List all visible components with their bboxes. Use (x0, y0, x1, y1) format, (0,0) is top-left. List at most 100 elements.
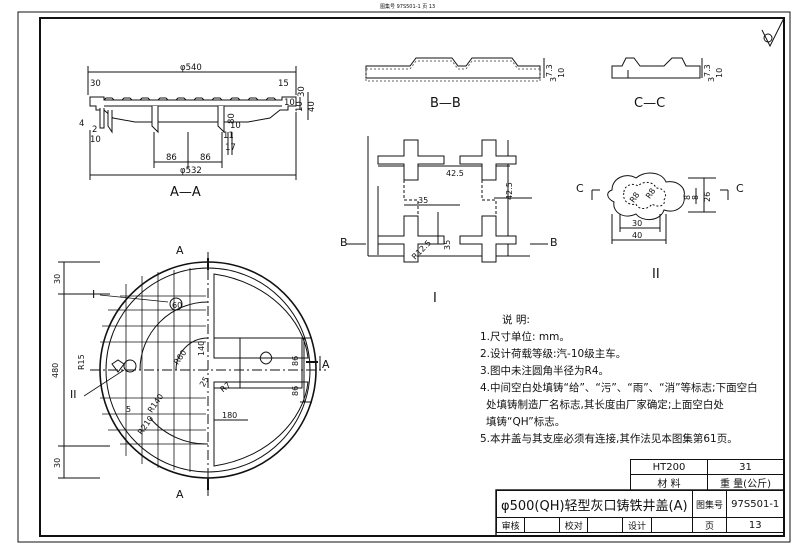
surface-roughness-symbol (761, 17, 785, 48)
i-label-b-right: B (550, 236, 558, 249)
dim-532: φ532 (180, 166, 202, 176)
detail-i-labels: 42.5 42.5 35 35 R12.5 B B I (340, 169, 558, 306)
i-dim-425-v: 42.5 (505, 182, 514, 200)
ii-dim-8b: 8 (691, 195, 700, 200)
top-faint-note: 图集号 97S501-1 页 13 (380, 3, 435, 10)
plan-dim-140: 140 (197, 341, 206, 356)
check-signature (587, 517, 624, 533)
plan-dim-86b: 86 (291, 386, 300, 396)
plan-dim-5: 5 (126, 405, 131, 414)
ii-dim-26: 26 (703, 192, 712, 202)
design-signature (650, 517, 693, 533)
ii-label-c-left: C (576, 182, 584, 195)
dim-4: 4 (79, 119, 84, 129)
weight-value: 31 (707, 459, 784, 475)
drawing-title: φ500(QH)轻型灰口铸铁井盖(A) (496, 490, 693, 518)
page-no: 13 (726, 517, 784, 533)
dim-86a: 86 (166, 153, 177, 163)
plan-dim-480: 480 (51, 363, 60, 378)
section-c-c-title: C—C (634, 96, 665, 111)
i-dim-425: 42.5 (446, 169, 464, 178)
ii-dim-8a: 8 (683, 195, 692, 200)
plan-dim-180: 180 (222, 411, 237, 420)
dim-86b: 86 (200, 153, 211, 163)
dim-15: 15 (278, 79, 289, 89)
detail-ii (591, 172, 729, 244)
plan-callout-ii: II (70, 388, 77, 401)
dim-10-right: 10 (295, 101, 305, 112)
plan-label-a-top: A (176, 244, 184, 257)
inner-border (39, 17, 785, 537)
plan-view (58, 252, 326, 498)
dim-40-right: 40 (307, 101, 317, 112)
detail-ii-title: II (652, 267, 660, 282)
check-label: 校对 (559, 517, 589, 533)
page-label: 页 (691, 517, 728, 533)
plan-view-labels: 30 480 30 R15 60 140 R60 R140 R210 180 8… (51, 244, 330, 501)
dim-10c: 10 (230, 121, 241, 131)
section-c-c (611, 57, 703, 79)
section-c-c-labels: 7.3 3 10 C—C (634, 64, 724, 111)
plan-leader-lines (83, 294, 169, 397)
plan-dim-30-bottom: 30 (53, 458, 62, 468)
section-a-a-labels: φ540 30 15 10 30 10 40 4 10 2 80 86 86 1… (79, 63, 317, 200)
review-signature (524, 517, 561, 533)
plan-dim-25: 25 (198, 375, 211, 388)
section-b-b-labels: 7.3 3 10 B—B (430, 64, 566, 111)
note-4-cont: 处填铸制造厂名标志,其长度由厂家确定;上面空白处 (486, 399, 724, 411)
bb-dim-73: 7.3 (545, 64, 554, 77)
ii-label-c-right: C (736, 182, 744, 195)
bb-dim-10: 10 (557, 68, 566, 78)
atlas-no-label: 图集号 (691, 490, 728, 518)
dim-17: 17 (225, 143, 236, 153)
note-3: 3.图中未注圆角半径为R4。 (480, 365, 609, 377)
detail-i-title: I (433, 291, 437, 306)
ii-dim-40: 40 (632, 231, 642, 240)
cc-dim-10: 10 (715, 68, 724, 78)
dim-540: φ540 (180, 63, 202, 73)
plan-label-a-bottom: A (176, 488, 184, 501)
notes: 说 明: 1.尺寸单位: mm。 2.设计荷载等级:汽-10级主车。 3.图中未… (480, 312, 780, 448)
section-b-b-title: B—B (430, 96, 461, 111)
weight-label: 重 量(公斤) (707, 474, 784, 491)
title-block: φ500(QH)轻型灰口铸铁井盖(A) 图集号 97S501-1 审核 校对 设… (495, 490, 784, 533)
notes-title: 说 明: (502, 314, 530, 326)
plan-dim-r210: R210 (136, 414, 155, 436)
dim-10b: 10 (90, 135, 101, 145)
note-5: 5.本井盖与其支座必须有连接,其作法见本图集第61页。 (480, 433, 738, 445)
plan-callout-i: I (92, 288, 95, 301)
dim-10a: 10 (284, 98, 295, 108)
dim-11: 11 (223, 131, 234, 141)
plan-dim-r15: R15 (77, 354, 86, 370)
cc-dim-73: 7.3 (703, 64, 712, 77)
ii-dim-30: 30 (632, 219, 642, 228)
section-a-a-title: A—A (170, 185, 201, 200)
plan-dim-r60: R60 (172, 348, 188, 366)
plan-view-logo-mark (111, 359, 125, 373)
plan-dim-60: 60 (172, 301, 182, 310)
plan-dim-86a: 86 (291, 356, 300, 366)
outer-border (17, 11, 791, 543)
dim-30-right: 30 (297, 86, 307, 97)
note-4: 4.中间空白处填铸“给”、“污”、“雨”、“消”等标志;下面空白 (480, 382, 758, 394)
i-dim-35-v: 35 (443, 240, 452, 250)
section-b-b (365, 57, 545, 82)
note-4-end: 填铸“QH”标志。 (486, 416, 566, 428)
plan-dim-30-top: 30 (53, 274, 62, 284)
material-label: 材 料 (630, 474, 708, 491)
bb-dim-3: 3 (549, 77, 558, 82)
i-label-b-left: B (340, 236, 348, 249)
plan-dim-r140: R140 (146, 392, 165, 414)
note-1: 1.尺寸单位: mm。 (480, 331, 570, 343)
detail-i (346, 136, 548, 263)
material-value: HT200 (630, 459, 708, 475)
atlas-no: 97S501-1 (726, 490, 784, 518)
dim-30: 30 (90, 79, 101, 89)
i-dim-35: 35 (418, 196, 428, 205)
dim-2: 2 (92, 125, 97, 135)
plan-label-a-right: A (322, 358, 330, 371)
section-a-a (87, 66, 309, 180)
cc-dim-3: 3 (707, 77, 716, 82)
design-label: 设计 (622, 517, 652, 533)
